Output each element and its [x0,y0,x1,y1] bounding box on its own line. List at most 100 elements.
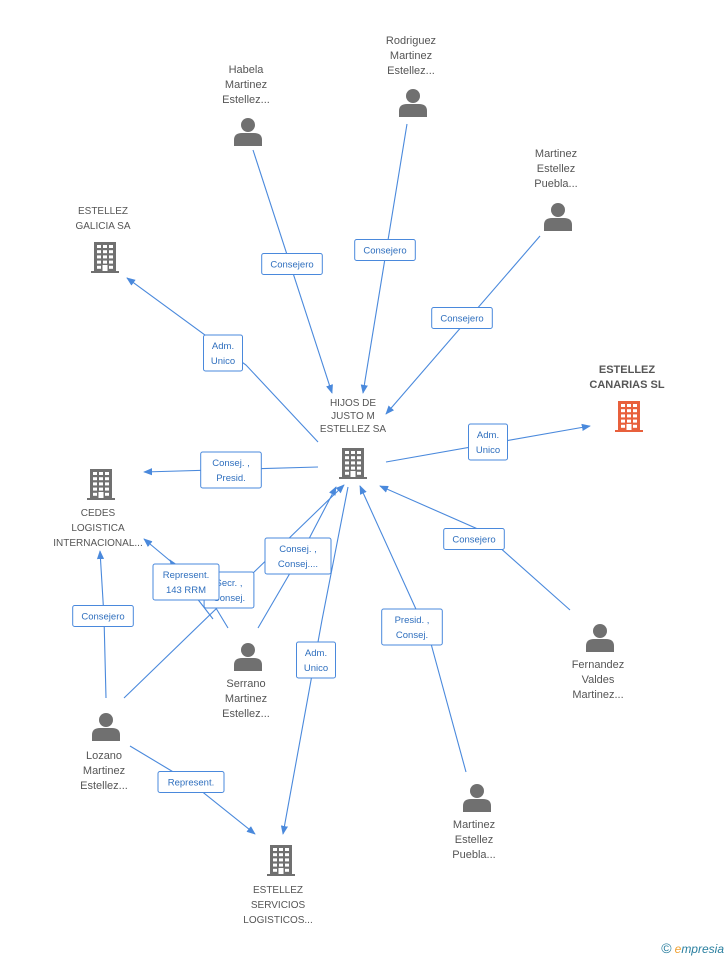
edge-label-lozano-cedes-rep[interactable]: Represent. 143 RRM [152,563,220,601]
edge-label-text: Unico [211,356,235,367]
node-label: SERVICIOS [251,900,306,911]
node-label: Rodriguez [386,35,436,47]
node-label: Puebla... [452,849,495,861]
edge-label-text: Presid. , [395,615,430,626]
edge-label-text: Consejero [452,535,495,546]
edge-label-text: Represent. [168,778,214,789]
node-label: INTERNACIONAL... [53,538,142,549]
edge-label-text: Adm. [477,430,499,441]
building-icon [339,448,367,479]
person-icon [463,784,491,812]
person-icon [586,624,614,652]
edge-label-text: Consej. [213,593,245,604]
node-hijos[interactable]: HIJOS DE JUSTO M ESTELLEZ SA [320,398,386,479]
edge-label-text: Consejero [270,260,313,271]
node-label: Serrano [226,678,265,690]
edge-label-text: Presid. [216,473,246,484]
edge-label-text: Consej.... [278,559,318,570]
node-label: Estellez... [222,94,270,106]
edge-label-text: Unico [476,445,500,456]
node-label: ESTELLEZ [599,364,656,376]
building-icon [615,401,643,432]
node-label: LOGISTICOS... [243,915,312,926]
node-label: HIJOS DE [330,398,376,409]
node-label: Puebla... [534,178,577,190]
edge-label-puebla2-hijos[interactable]: Presid. , Consej. [381,608,443,646]
brand-logo: empresia [674,942,724,956]
edge-label-puebla1-hijos[interactable]: Consejero [431,307,493,329]
edge-label-text: Consejero [440,314,483,325]
person-icon [92,713,120,741]
node-label: ESTELLEZ [78,206,128,217]
edge-label-text: Secr. , [216,578,243,589]
edge-label-serrano-hijos[interactable]: Consej. , Consej.... [264,537,332,575]
edge-label-text: Consej. [396,630,428,641]
node-label: Habela [229,64,265,76]
node-label: Estellez... [387,65,435,77]
edge-hijos-galicia [126,277,319,443]
node-fernandez[interactable]: FernandezValdesMartinez... [572,624,625,701]
node-label: Lozano [86,750,122,762]
edge-hijos-servicios [280,486,349,835]
node-label: Martinez [390,50,432,62]
edge-label-rodriguez-hijos[interactable]: Consejero [354,239,416,261]
node-puebla1[interactable]: MartinezEstellezPuebla... [534,148,578,231]
node-label: Estellez... [80,780,128,792]
edge-label-hijos-servicios[interactable]: Adm. Unico [296,641,336,679]
node-label: Martinez [83,765,125,777]
edge-label-hijos-canarias[interactable]: Adm. Unico [468,423,508,461]
node-label: CANARIAS SL [589,379,664,391]
edge-label-text: Represent. [163,570,209,581]
node-canarias[interactable]: ESTELLEZ CANARIAS SL [589,364,665,432]
node-label: CEDES [81,508,116,519]
edge-label-hijos-cedes[interactable]: Consej. , Presid. [200,451,262,489]
edge-label-lozano-servicios[interactable]: Represent. [157,771,225,793]
node-serrano[interactable]: SerranoMartinezEstellez... [222,643,270,720]
edge-label-lozano-cedes[interactable]: Consejero [72,605,134,627]
node-label: ESTELLEZ SA [320,424,386,435]
person-icon [234,643,262,671]
edge-label-text: Consejero [363,246,406,257]
node-label: GALICIA SA [75,221,130,232]
edge-label-text: Consejero [81,612,124,623]
edge-arrow [280,486,349,835]
edge-label-text: Consej. , [212,458,250,469]
edge-label-hijos-galicia[interactable]: Adm. Unico [203,334,243,372]
node-cedes[interactable]: CEDESLOGISTICAINTERNACIONAL... [53,469,143,549]
edge-label-fernandez-hijos[interactable]: Consejero [443,528,505,550]
node-label: Martinez... [572,689,623,701]
node-label: Estellez [455,834,494,846]
edge-label-text: 143 RRM [166,585,206,596]
person-icon [399,89,427,117]
node-servicios[interactable]: ESTELLEZ SERVICIOS LOGISTICOS... [243,845,313,926]
node-galicia[interactable]: ESTELLEZ GALICIA SA [75,206,131,273]
copyright-icon: © [661,940,672,956]
edge-label-habela-hijos[interactable]: Consejero [261,253,323,275]
node-lozano[interactable]: LozanoMartinezEstellez... [80,713,128,792]
edge-label-text: Consej. , [279,544,317,555]
edge-label-text: Unico [304,663,328,674]
person-icon [234,118,262,146]
node-rodriguez[interactable]: RodriguezMartinezEstellez... [386,35,436,117]
building-icon [87,469,115,500]
building-icon [267,845,295,876]
edge-arrow [126,277,319,443]
node-label: Estellez... [222,708,270,720]
node-label: Martinez [225,693,267,705]
node-label: JUSTO M [331,411,375,422]
edge-label-text: Adm. [305,648,327,659]
person-icon [544,203,572,231]
node-label: Martinez [453,819,495,831]
node-puebla2[interactable]: MartinezEstellezPuebla... [452,784,496,861]
node-label: Martinez [225,79,267,91]
node-habela[interactable]: HabelaMartinezEstellez... [222,64,270,146]
node-label: Estellez [537,163,576,175]
node-label: Valdes [582,674,615,686]
copyright-notice: ©empresia [661,940,724,956]
node-label: ESTELLEZ [253,885,303,896]
node-label: Fernandez [572,659,625,671]
node-label: Martinez [535,148,577,160]
building-icon [91,242,119,273]
edge-label-text: Adm. [212,341,234,352]
